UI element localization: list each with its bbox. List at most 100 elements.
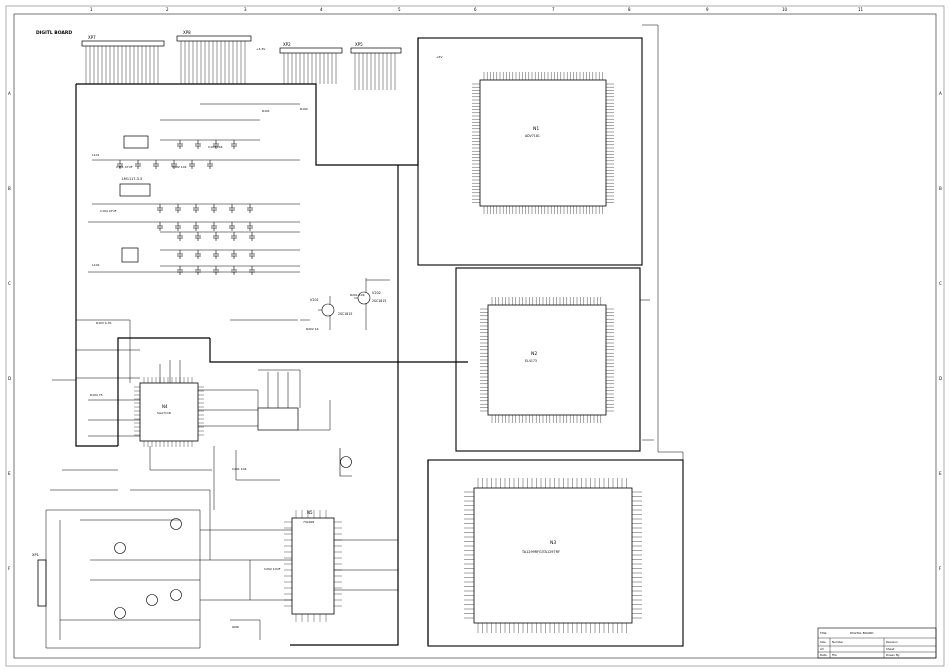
connector-xp7-label: XP7 xyxy=(88,35,96,40)
title-block-title-label: Title xyxy=(819,631,827,635)
label-r201: R201 10K xyxy=(350,293,366,297)
zone-row-e: E xyxy=(8,471,11,476)
border-zone-columns: 1 2 3 4 5 6 7 8 9 10 11 xyxy=(90,7,864,12)
label-c202: C202 10UF xyxy=(264,567,281,571)
zone-col-9: 9 xyxy=(706,7,709,12)
bus-lines xyxy=(75,38,468,646)
zone-row-e-right: E xyxy=(939,471,942,476)
n2-region xyxy=(455,267,641,452)
connector-xp5-label: XP5 xyxy=(355,42,363,47)
zone-col-6: 6 xyxy=(474,7,477,12)
transistor-v202: V202 2SC1815 xyxy=(354,278,386,318)
passive-labels: R101 R102 R103 4.7K R104 75 R201 10K R20… xyxy=(90,47,443,629)
connector-xp2-label: XP2 xyxy=(283,42,291,47)
zone-col-5: 5 xyxy=(398,7,401,12)
ic-n7-label: LM1117-3.3 xyxy=(122,177,142,181)
label-c201: C201 104 xyxy=(232,467,247,471)
zone-col-10: 10 xyxy=(782,7,788,12)
connector-xp7: XP7 xyxy=(81,35,165,84)
transistor-v201: V201 2SC1815 xyxy=(310,296,352,322)
label-gnd: GND xyxy=(232,625,240,629)
label-r202: R202 1K xyxy=(306,327,320,331)
right-bus-wires xyxy=(640,24,684,460)
ic-n5-part: 74LS08 xyxy=(303,520,314,524)
n3-region xyxy=(427,459,684,647)
zone-col-11: 11 xyxy=(858,7,864,12)
zone-row-b-right: B xyxy=(939,186,942,191)
label-r103: R103 4.7K xyxy=(96,321,113,325)
ic-n3-ref: N3 xyxy=(550,540,556,546)
title-block-file-label: File xyxy=(832,653,837,657)
ic-n2-part: EL4173 xyxy=(525,359,537,363)
label-c102: C102 104 xyxy=(172,165,187,169)
zone-row-a-right: A xyxy=(939,91,942,96)
mid-left-wires xyxy=(50,279,390,491)
capacitor-bank xyxy=(117,140,255,275)
sheet-title: DIGITL BOARD xyxy=(36,30,72,36)
zone-row-c-right: C xyxy=(939,281,942,286)
ic-n1-part: ADV7181 xyxy=(525,134,540,138)
ic-n1: N1 ADV7181 xyxy=(472,72,614,214)
ic-n5-ref: N5 xyxy=(307,510,313,515)
title-block-revision-label: Revision xyxy=(886,640,898,644)
connector-xp2: XP2 xyxy=(279,42,343,84)
ic-n2-ref: N2 xyxy=(531,351,537,357)
zone-col-3: 3 xyxy=(244,7,247,12)
title-block: Title DIGITAL BOARD Size A3 Number Revis… xyxy=(817,627,937,659)
ic-n2: N2 EL4173 xyxy=(480,297,614,423)
zone-col-1: 1 xyxy=(90,7,93,12)
connector-xp1: XP1 xyxy=(32,553,47,607)
transistor-v201-ref: V201 xyxy=(310,298,319,302)
zone-row-d-right: D xyxy=(939,376,942,381)
label-vcc5: +5V xyxy=(436,55,443,59)
ic-n7-regulator: LM1117-3.3 xyxy=(119,177,151,197)
zone-col-7: 7 xyxy=(552,7,555,12)
label-r104: R104 75 xyxy=(90,393,103,397)
connector-xp8: XP8 xyxy=(176,30,252,84)
title-block-drawn-label: Drawn By xyxy=(886,653,900,657)
connector-xp8-label: XP8 xyxy=(183,30,191,35)
title-block-date-label: Date xyxy=(820,653,827,657)
label-vcc33: +3.3V xyxy=(256,47,266,51)
zone-col-8: 8 xyxy=(628,7,631,12)
title-block-size-value: A3 xyxy=(820,647,824,651)
title-block-sheet-label: Sheet xyxy=(886,647,895,651)
zone-row-d: D xyxy=(8,376,11,381)
border-zone-rows: A B C D E F xyxy=(8,91,11,571)
ic-n1-ref: N1 xyxy=(533,126,539,132)
zone-row-f-right: F xyxy=(939,566,942,571)
label-c104: C104 47UF xyxy=(100,209,117,213)
label-r101: R101 xyxy=(262,109,270,113)
label-c103: C103 104 xyxy=(208,145,223,149)
transistor-v202-part: 2SC1815 xyxy=(372,299,386,303)
label-l102: L102 xyxy=(92,263,99,267)
ic-n4-part: SAA7118 xyxy=(157,411,171,415)
lower-left-wires xyxy=(45,446,398,649)
zone-col-2: 2 xyxy=(166,7,169,12)
title-block-number-label: Number xyxy=(832,640,844,644)
title-block-size-label: Size xyxy=(820,640,826,644)
zone-row-f: F xyxy=(8,566,11,571)
ic-n4: N4 SAA7118 xyxy=(134,377,204,447)
border-zone-rows-right: A B C D E F xyxy=(939,91,942,571)
zone-row-a: A xyxy=(8,91,11,96)
regulator-3 xyxy=(123,135,149,149)
label-c101: C101 47UF xyxy=(116,165,133,169)
title-block-title-value: DIGITAL BOARD xyxy=(850,631,874,635)
zone-row-c: C xyxy=(8,281,11,286)
zone-row-b: B xyxy=(8,186,11,191)
connector-xp5: XP5 xyxy=(350,42,402,90)
inner-frame xyxy=(13,13,937,659)
ic-n3: N3 TA1299RFG/TA1297RF xyxy=(464,478,642,633)
ic-n3-part: TA1299RFG/TA1297RF xyxy=(521,550,560,554)
label-r102: R102 xyxy=(300,107,308,111)
zone-col-4: 4 xyxy=(320,7,323,12)
label-l101: L101 xyxy=(92,153,99,157)
transistor-v202-ref: V202 xyxy=(372,291,381,295)
resistor-network xyxy=(257,407,299,431)
n1-region xyxy=(417,37,643,266)
connector-xp1-label: XP1 xyxy=(32,553,39,557)
transistor-cluster-lower xyxy=(114,448,352,619)
ic-n5: N5 74LS08 xyxy=(284,510,342,622)
